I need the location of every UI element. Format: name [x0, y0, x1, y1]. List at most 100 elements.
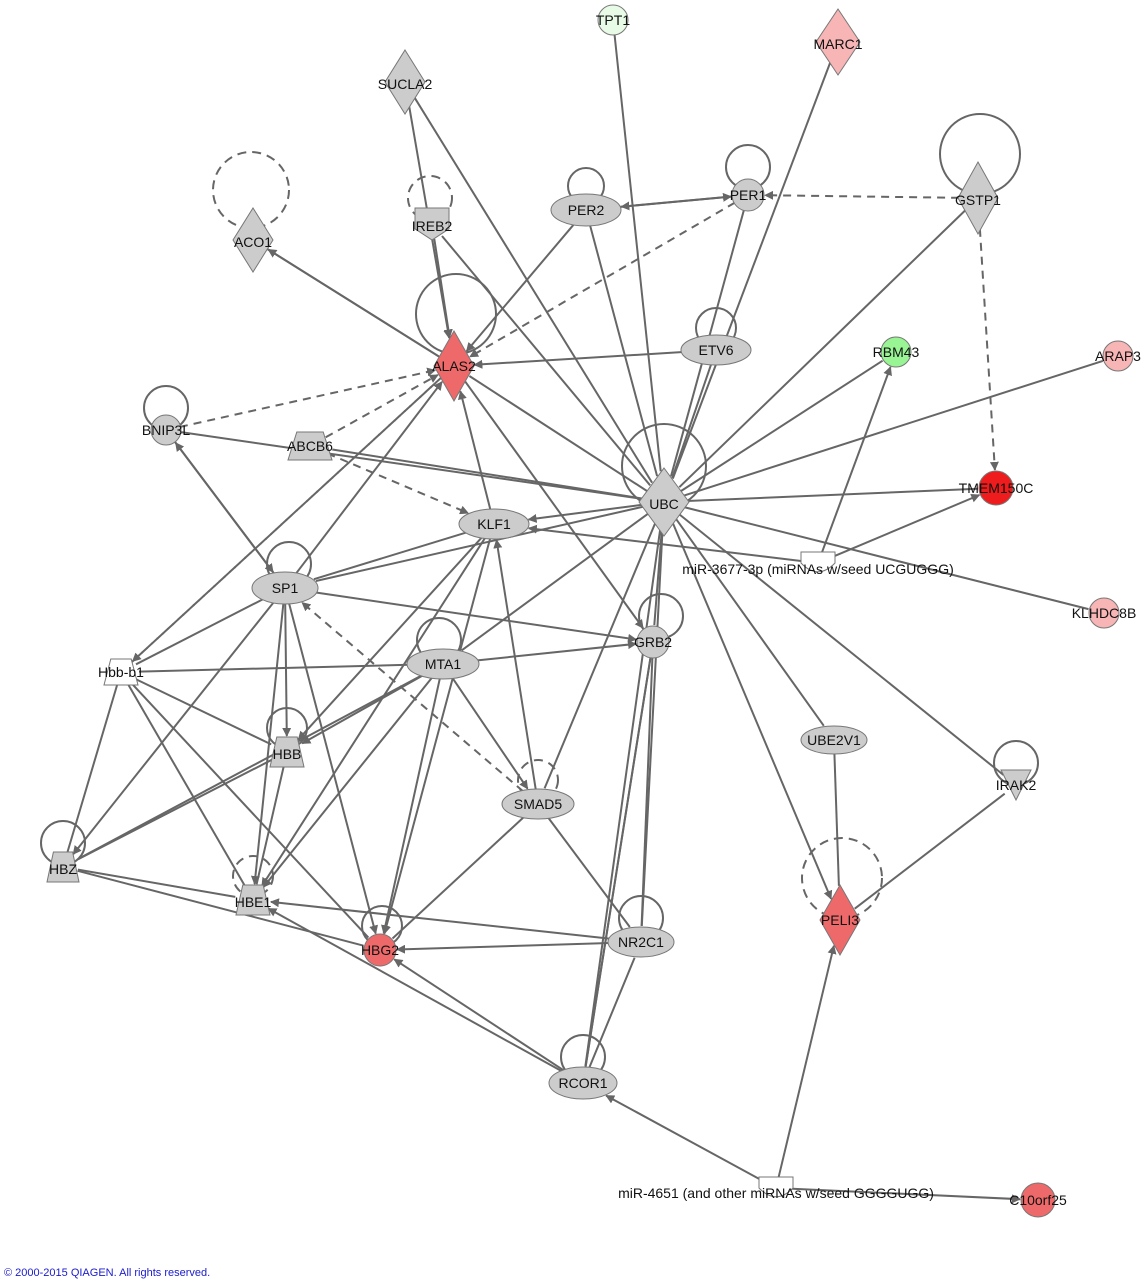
node-hbb[interactable]: HBB [269, 736, 305, 768]
edge-abcb6-to-klf1 [327, 452, 470, 515]
node-shape-tmem150c [978, 470, 1014, 506]
edge-klf1-to-alas2 [458, 390, 492, 511]
node-label-hbb: HBB [273, 746, 302, 762]
node-shape-hbg2 [363, 933, 397, 967]
node-label-gstp1: GSTP1 [955, 192, 1001, 208]
node-bnip3l[interactable]: BNIP3L [142, 414, 190, 446]
node-hbg2[interactable]: HBG2 [361, 933, 399, 967]
node-alas2[interactable]: ALAS2 [432, 329, 476, 403]
node-shape-ubc [638, 467, 690, 537]
node-per1[interactable]: PER1 [730, 178, 767, 212]
node-shape-hbe1 [235, 884, 271, 916]
edge-mta1-to-hbb [301, 674, 424, 745]
node-sucla2[interactable]: SUCLA2 [378, 49, 433, 115]
node-rcor1[interactable]: RCOR1 [548, 1066, 618, 1100]
edge-ubc-to-sp1 [315, 505, 644, 582]
node-shape-hbbb1 [103, 658, 139, 686]
node-label-bnip3l: BNIP3L [142, 422, 190, 438]
edge-mir3677-to-rbm43 [820, 366, 892, 554]
node-hbz[interactable]: HBZ [46, 851, 80, 883]
edge-nr2c1-to-hbe1 [270, 898, 611, 940]
node-hbe1[interactable]: HBE1 [235, 884, 272, 916]
edge-hbb-to-hbz [77, 758, 274, 861]
node-shape-bnip3l [150, 414, 182, 446]
node-etv6[interactable]: ETV6 [680, 334, 752, 366]
node-shape-etv6 [680, 334, 752, 366]
node-label-ubc: UBC [649, 496, 679, 512]
node-mta1[interactable]: MTA1 [406, 648, 480, 680]
edge-mta1-to-hbg2 [381, 677, 441, 935]
edge-rcor1-to-hbe1 [267, 907, 563, 1073]
node-abcb6[interactable]: ABCB6 [287, 431, 333, 461]
edge-aco1-to-alas2 [266, 247, 439, 358]
edge-klf1-to-sp1 [313, 531, 468, 581]
edge-rcor1-to-hbg2 [393, 958, 565, 1072]
node-label-rbm43: RBM43 [873, 344, 920, 360]
node-shape-klf1 [458, 508, 530, 540]
node-shape-sp1 [251, 571, 319, 605]
edge-ubc-to-klf1 [527, 503, 643, 523]
node-klf1[interactable]: KLF1 [458, 508, 530, 540]
edge-layer [66, 34, 1104, 1204]
node-irak2[interactable]: IRAK2 [996, 769, 1037, 802]
node-aco1[interactable]: ACO1 [232, 207, 274, 273]
node-label-irak2: IRAK2 [996, 777, 1037, 793]
node-rbm43[interactable]: RBM43 [873, 336, 920, 368]
edge-per1-to-alas2 [469, 201, 736, 358]
node-shape-mta1 [406, 648, 480, 680]
node-label-per1: PER1 [730, 187, 767, 203]
edge-mir4651-to-c10orf25 [792, 1187, 1021, 1204]
node-nr2c1[interactable]: NR2C1 [607, 926, 675, 958]
edge-ubc-to-alas2 [468, 375, 649, 493]
node-tmem150c[interactable]: TMEM150C [959, 470, 1034, 506]
edge-ubc-to-rcor1 [584, 529, 662, 1067]
node-shape-ube2v1 [800, 725, 868, 755]
node-mir3677[interactable]: miR-3677-3p (miRNAs w/seed UCGUGGG) [682, 551, 954, 577]
node-label-mir3677: miR-3677-3p (miRNAs w/seed UCGUGGG) [682, 561, 954, 577]
node-tpt1[interactable]: TPT1 [596, 4, 630, 36]
node-shape-tpt1 [597, 4, 629, 36]
node-label-marc1: MARC1 [813, 36, 862, 52]
edge-gstp1-to-ubc [678, 209, 967, 488]
node-label-peli3: PELI3 [821, 912, 859, 928]
node-label-klf1: KLF1 [477, 516, 511, 532]
node-label-sp1: SP1 [272, 580, 299, 596]
node-shape-mir3677 [800, 551, 836, 573]
node-peli3[interactable]: PELI3 [819, 883, 861, 957]
node-shape-hbb [269, 736, 305, 768]
node-c10orf25[interactable]: C10orf25 [1009, 1182, 1067, 1218]
node-sp1[interactable]: SP1 [251, 571, 319, 605]
node-label-aco1: ACO1 [234, 234, 272, 250]
node-label-nr2c1: NR2C1 [618, 934, 664, 950]
node-label-mir4651: miR-4651 (and other miRNAs w/seed GGGGUG… [618, 1185, 934, 1201]
node-hbbb1[interactable]: Hbb-b1 [98, 658, 144, 686]
node-shape-per1 [731, 178, 765, 212]
node-gstp1[interactable]: GSTP1 [955, 160, 1001, 236]
edge-mta1-to-smad5 [451, 677, 529, 790]
node-label-c10orf25: C10orf25 [1009, 1192, 1067, 1208]
edge-smad5-to-klf1 [493, 539, 537, 790]
edge-mta1-to-hbz [77, 674, 423, 860]
node-klhdc8b[interactable]: KLHDC8B [1072, 597, 1137, 629]
node-arap3[interactable]: ARAP3 [1095, 340, 1141, 372]
edge-ubc-to-irak2 [678, 513, 1005, 776]
node-grb2[interactable]: GRB2 [634, 625, 672, 659]
node-ubc[interactable]: UBC [638, 467, 690, 537]
edge-etv6-to-ubc [671, 363, 713, 479]
edge-sp1-to-bnip3l [174, 442, 275, 575]
edge-ubc-to-peli3 [671, 522, 833, 900]
node-label-smad5: SMAD5 [514, 796, 562, 812]
node-marc1[interactable]: MARC1 [813, 8, 863, 76]
node-smad5[interactable]: SMAD5 [501, 788, 575, 820]
edge-mir4651-to-rcor1 [605, 1094, 765, 1183]
node-per2[interactable]: PER2 [550, 193, 622, 227]
node-ireb2[interactable]: IREB2 [412, 207, 453, 241]
node-ube2v1[interactable]: UBE2V1 [800, 725, 868, 755]
edge-hbbb1-to-hbb [134, 677, 272, 746]
edge-hbbb1-to-hbg2 [129, 681, 370, 939]
node-label-hbz: HBZ [49, 861, 77, 877]
node-mir4651[interactable]: miR-4651 (and other miRNAs w/seed GGGGUG… [618, 1176, 934, 1201]
edge-mta1-to-grb2 [476, 640, 637, 662]
node-shape-grb2 [636, 625, 670, 659]
